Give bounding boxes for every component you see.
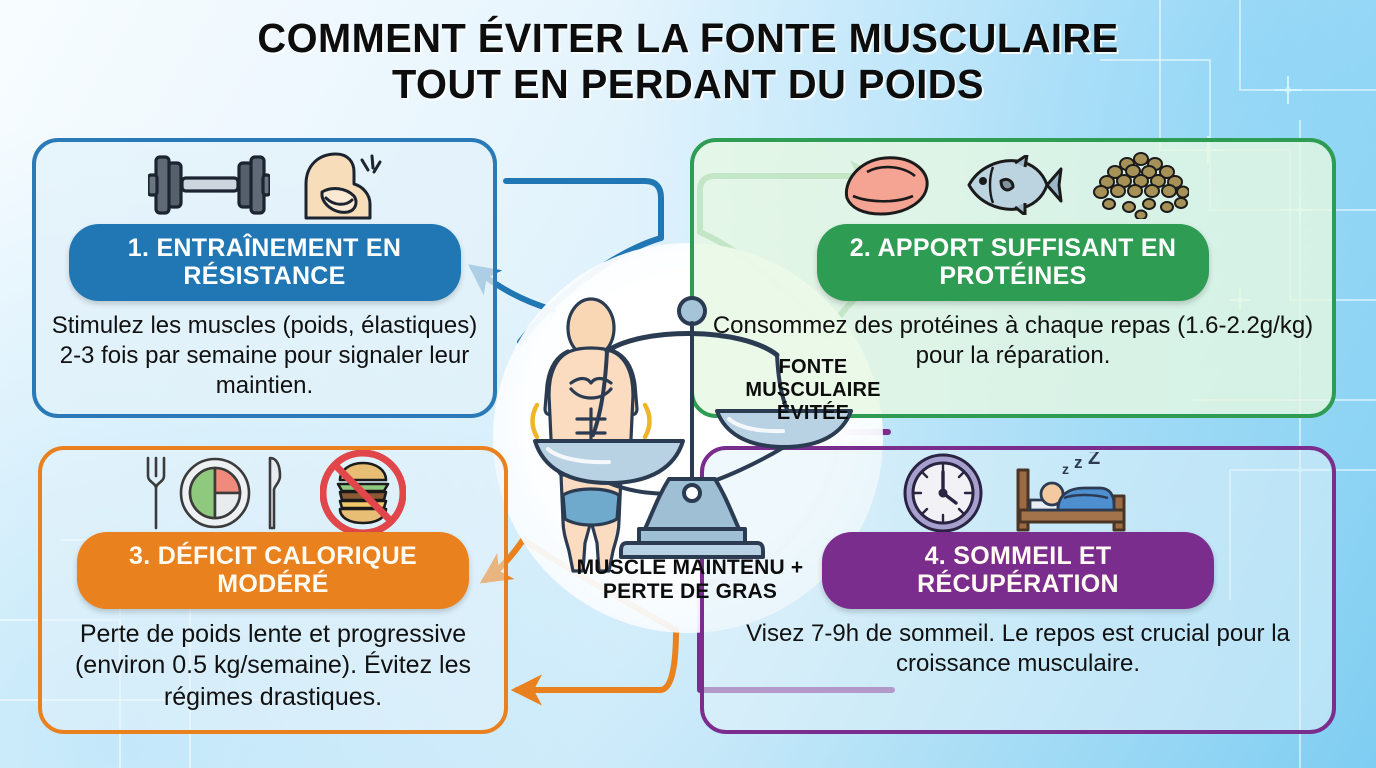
panel-1-body: Stimulez les muscles (poids, élastiques)…	[51, 311, 478, 399]
svg-text:z: z	[1074, 453, 1083, 472]
panel-2-icon-row	[837, 146, 1189, 224]
clock-icon	[903, 453, 983, 533]
balanced-plate-icon	[146, 456, 282, 530]
legumes-icon	[1093, 152, 1189, 219]
panel-resistance-training[interactable]: 1. ENTRAÎNEMENT EN RÉSISTANCE Stimulez l…	[32, 138, 497, 418]
panel-3-body: Perte de poids lente et progressive (env…	[74, 619, 471, 711]
panel-3-heading: 3. DÉFICIT CALORIQUE MODÉRÉ	[77, 532, 469, 609]
panel-4-body: Visez 7-9h de sommeil. Le repos est cruc…	[746, 619, 1290, 677]
panel-1-heading: 1. ENTRAÎNEMENT EN RÉSISTANCE	[68, 224, 461, 301]
flexed-biceps-icon	[304, 152, 381, 220]
no-junk-food-icon	[320, 450, 406, 536]
panel-calorie-deficit[interactable]: 3. DÉFICIT CALORIQUE MODÉRÉ Perte de poi…	[38, 446, 508, 734]
page-title: COMMENT ÉVITER LA FONTE MUSCULAIRE TOUT …	[0, 15, 1376, 108]
hub-label-right: FONTE MUSCULAIRE ÉVITÉE	[745, 356, 881, 425]
panel-4-heading: 4. SOMMEIL ET RÉCUPÉRATION	[822, 532, 1214, 609]
dumbbell-icon	[147, 155, 270, 215]
title-line-1: COMMENT ÉVITER LA FONTE MUSCULAIRE	[257, 15, 1119, 61]
svg-text:Z: Z	[1088, 452, 1100, 469]
panel-1-icon-row	[147, 146, 382, 224]
chicken-breast-icon	[844, 156, 929, 216]
title-line-2: TOUT EN PERDANT DU POIDS	[391, 60, 985, 107]
fish-icon	[967, 155, 1063, 215]
svg-text:z: z	[1062, 461, 1069, 477]
panel-3-icon-row	[140, 450, 406, 536]
sleeping-person-in-bed-icon: z z Z	[1016, 452, 1126, 532]
panel-2-heading: 2. APPORT SUFFISANT EN PROTÉINES	[817, 224, 1209, 301]
panel-4-icon-row: z z Z	[902, 452, 1134, 533]
hub-label-bottom: MUSCLE MAINTENU + PERTE DE GRAS	[576, 556, 804, 604]
